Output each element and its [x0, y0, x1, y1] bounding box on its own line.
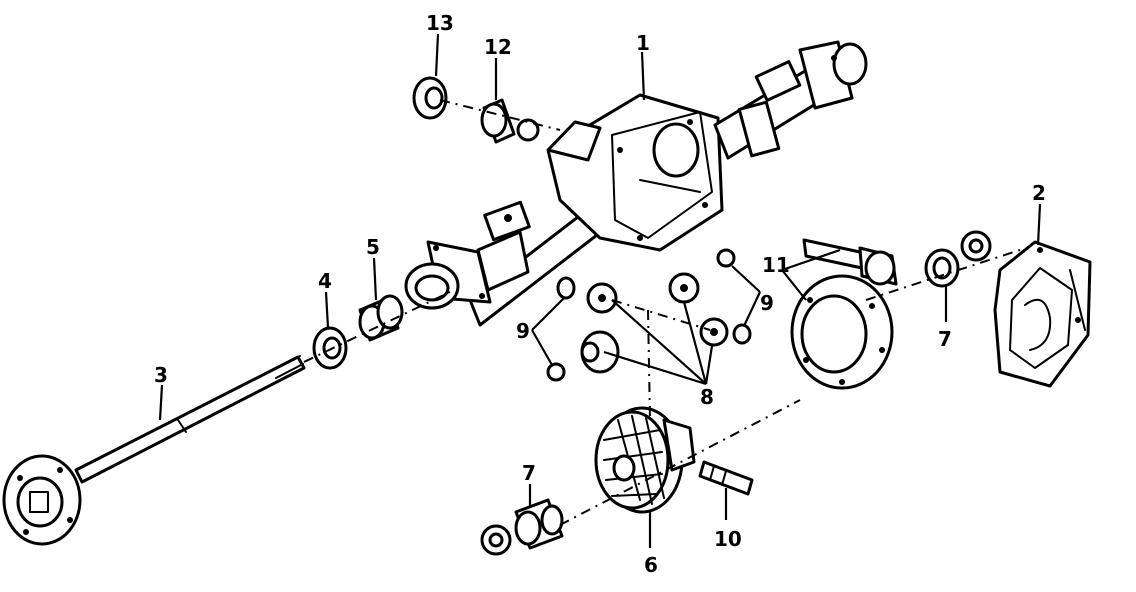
callout-5: 5	[366, 235, 380, 259]
carrier-shim-left	[480, 524, 512, 556]
drive-pinion	[802, 238, 898, 286]
callout-3: 3	[154, 363, 168, 387]
callout-1: 1	[636, 31, 650, 55]
callout-labels: 1 2 3 4 5 6 7 7 8 9 9 10 11 12 13	[154, 11, 1046, 577]
callout-9-left: 9	[516, 319, 530, 343]
callout-8: 8	[700, 385, 714, 409]
thrust-washers	[546, 248, 752, 382]
axle-shaft	[2, 355, 306, 546]
leader-lines	[158, 33, 1042, 548]
rear-cover	[993, 240, 1092, 388]
carrier-bearing-left	[514, 498, 564, 550]
callout-13: 13	[426, 11, 454, 35]
pinion-shaft	[698, 460, 754, 496]
callout-9-right: 9	[760, 291, 774, 315]
callout-2: 2	[1032, 181, 1046, 205]
axle-housing	[404, 40, 868, 327]
side-gear-upper	[586, 282, 618, 314]
differential-gears	[580, 272, 729, 374]
pinion-bearing	[480, 98, 540, 144]
carrier-bearing-right	[924, 248, 960, 288]
callout-7-lower: 7	[522, 461, 536, 485]
callout-7-upper: 7	[938, 327, 952, 351]
callout-6: 6	[644, 553, 658, 577]
axle-seal	[312, 326, 348, 370]
ring-gear	[790, 274, 894, 390]
pinion-gear-upper	[668, 272, 700, 304]
pinion-gear-lower	[699, 317, 729, 347]
callout-10: 10	[714, 527, 742, 551]
side-gear-lower	[580, 330, 620, 374]
callout-11: 11	[762, 253, 790, 277]
callout-12: 12	[484, 35, 512, 59]
callout-4: 4	[318, 269, 332, 293]
pinion-seal	[412, 76, 448, 120]
pinion-shim	[960, 230, 992, 262]
differential-case	[594, 406, 696, 514]
